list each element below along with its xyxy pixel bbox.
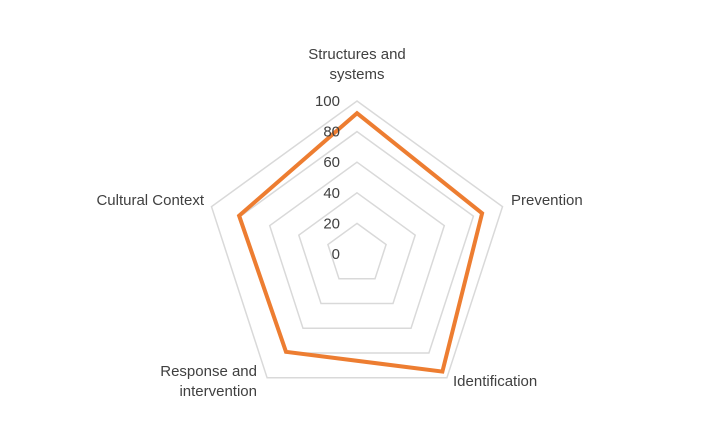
grid-ring-100 bbox=[210, 100, 504, 379]
radial-axis-ticks: 0 20 40 60 80 100 bbox=[315, 93, 340, 263]
tick-label-80: 80 bbox=[323, 124, 340, 141]
tick-label-100: 100 bbox=[315, 93, 340, 110]
category-label-2: Identification bbox=[453, 373, 537, 390]
category-label-4: Cultural Context bbox=[96, 192, 204, 209]
series-line-0 bbox=[236, 110, 485, 374]
tick-label-20: 20 bbox=[323, 215, 340, 232]
radar-grid bbox=[210, 100, 504, 379]
tick-label-60: 60 bbox=[323, 154, 340, 171]
radar-series bbox=[236, 110, 485, 374]
grid-ring-40 bbox=[297, 191, 417, 305]
grid-ring-80 bbox=[239, 130, 475, 354]
category-label-1: Prevention bbox=[511, 192, 583, 209]
tick-label-0: 0 bbox=[332, 246, 340, 263]
grid-ring-60 bbox=[268, 161, 446, 330]
grid-ring-20 bbox=[327, 222, 387, 280]
tick-label-40: 40 bbox=[323, 185, 340, 202]
